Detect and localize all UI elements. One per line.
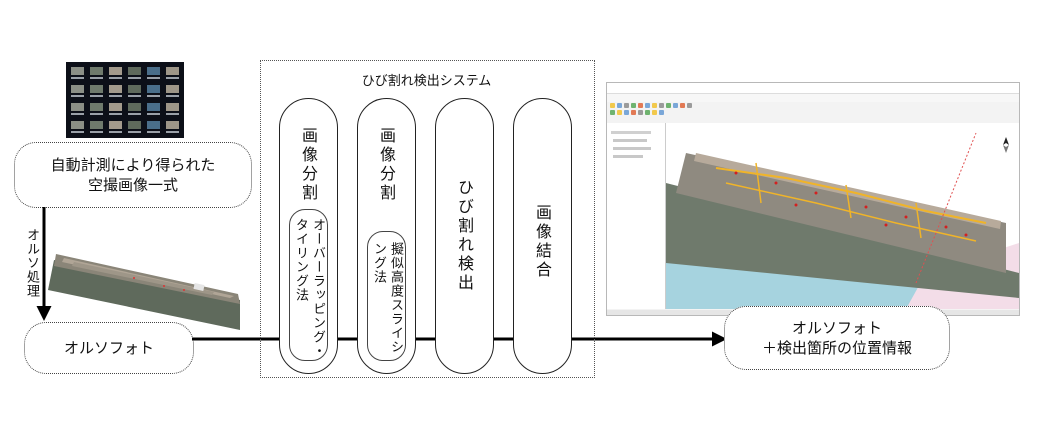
aerial-thumbnail: [109, 121, 122, 129]
step-crack-detection: ひび割れ検出: [435, 98, 494, 374]
aerial-thumbnail-caption: [71, 77, 84, 79]
input-images-line-1: 自動計測により得られた: [50, 156, 216, 174]
aerial-thumbnail-caption: [109, 113, 122, 115]
aerial-thumbnail: [90, 103, 103, 111]
aerial-thumbnail: [147, 67, 160, 75]
step-1-label: 画像分割: [299, 127, 318, 203]
step-1-method-box: オーバーラッピング・タイリング法: [289, 209, 328, 361]
aerial-thumbnail-caption: [109, 95, 122, 97]
gis-layers-panel: [607, 123, 666, 309]
aerial-thumbnail: [90, 85, 103, 93]
aerial-thumbnail-caption: [166, 131, 179, 133]
aerial-thumbnail: [128, 67, 141, 75]
step-image-split-slicing: 画像分割 擬似高度スライシング法: [357, 98, 416, 374]
aerial-thumbnail-caption: [147, 95, 160, 97]
aerial-thumbnail: [71, 121, 84, 129]
aerial-thumbnail: [166, 85, 179, 93]
ortho-strip-image: [48, 254, 240, 330]
aerial-thumbnail: [109, 85, 122, 93]
aerial-thumbnail-caption: [166, 95, 179, 97]
step-1-method-label: オーバーラッピング・タイリング法: [293, 218, 325, 358]
north-arrow-icon: [1003, 137, 1009, 153]
input-images-line-2: 空撮画像一式: [87, 176, 178, 194]
ortho-process-label: オルソ処理: [24, 228, 39, 298]
step-2-label: 画像分割: [377, 127, 396, 203]
system-title: ひび割れ検出システム: [361, 74, 492, 89]
input-images-box: 自動計測により得られた 空撮画像一式: [14, 142, 252, 208]
aerial-thumbnail: [147, 103, 160, 111]
aerial-thumbnail-caption: [128, 113, 141, 115]
aerial-thumbnail: [71, 67, 84, 75]
aerial-thumbnail: [128, 103, 141, 111]
aerial-thumbnail: [166, 103, 179, 111]
result-box: オルソフォト ＋検出箇所の位置情報: [724, 306, 950, 370]
aerial-thumbnail-caption: [128, 77, 141, 79]
gis-map-canvas: [666, 123, 1019, 309]
aerial-thumbnail: [166, 67, 179, 75]
aerial-thumbnail-caption: [109, 131, 122, 133]
gis-toolbar-1: [607, 102, 1019, 109]
aerial-thumbnail: [147, 121, 160, 129]
aerial-thumbnail-caption: [166, 77, 179, 79]
aerial-thumbnail: [71, 103, 84, 111]
aerial-thumbnail: [71, 85, 84, 93]
ortho-box: オルソフォト: [24, 322, 194, 374]
aerial-thumbnail-caption: [90, 113, 103, 115]
step-image-merge: 画像結合: [513, 98, 572, 374]
aerial-thumbnail-caption: [90, 77, 103, 79]
step-4-label: 画像結合: [533, 204, 552, 280]
aerial-thumbnail-caption: [147, 77, 160, 79]
aerial-thumbnail-caption: [128, 95, 141, 97]
aerial-thumbnail-caption: [109, 77, 122, 79]
aerial-thumbnail: [109, 103, 122, 111]
aerial-thumbnail: [128, 121, 141, 129]
result-line-1: オルソフォト: [791, 319, 882, 337]
aerial-thumbnail: [147, 85, 160, 93]
aerial-thumbnail: [90, 67, 103, 75]
aerial-thumbnail: [166, 121, 179, 129]
step-3-label: ひび割れ検出: [455, 179, 474, 293]
result-line-2: ＋検出箇所の位置情報: [761, 339, 912, 357]
gis-toolbar-2: [607, 109, 1019, 116]
step-2-method-label: 擬似高度スライシング法: [371, 242, 403, 354]
gis-menubar: [607, 94, 1019, 102]
step-2-method-box: 擬似高度スライシング法: [367, 231, 406, 361]
gis-screenshot: [606, 82, 1020, 316]
aerial-thumbnail-caption: [128, 131, 141, 133]
aerial-image-thumbnails: [66, 62, 184, 138]
step-image-split-overlap: 画像分割 オーバーラッピング・タイリング法: [279, 98, 338, 374]
aerial-thumbnail-caption: [71, 95, 84, 97]
aerial-thumbnail-caption: [71, 113, 84, 115]
aerial-thumbnail: [128, 85, 141, 93]
gis-titlebar: [607, 83, 1019, 94]
aerial-thumbnail-caption: [147, 131, 160, 133]
aerial-thumbnail: [109, 67, 122, 75]
aerial-thumbnail-caption: [71, 131, 84, 133]
gis-map-ortho-with-cracks: [666, 132, 1019, 309]
crack-detection-system-frame: [260, 60, 595, 378]
aerial-thumbnail-caption: [147, 113, 160, 115]
aerial-thumbnail-caption: [166, 113, 179, 115]
aerial-thumbnail: [90, 121, 103, 129]
aerial-thumbnail-caption: [90, 95, 103, 97]
ortho-box-label: オルソフォト: [63, 339, 154, 357]
aerial-thumbnail-caption: [90, 131, 103, 133]
